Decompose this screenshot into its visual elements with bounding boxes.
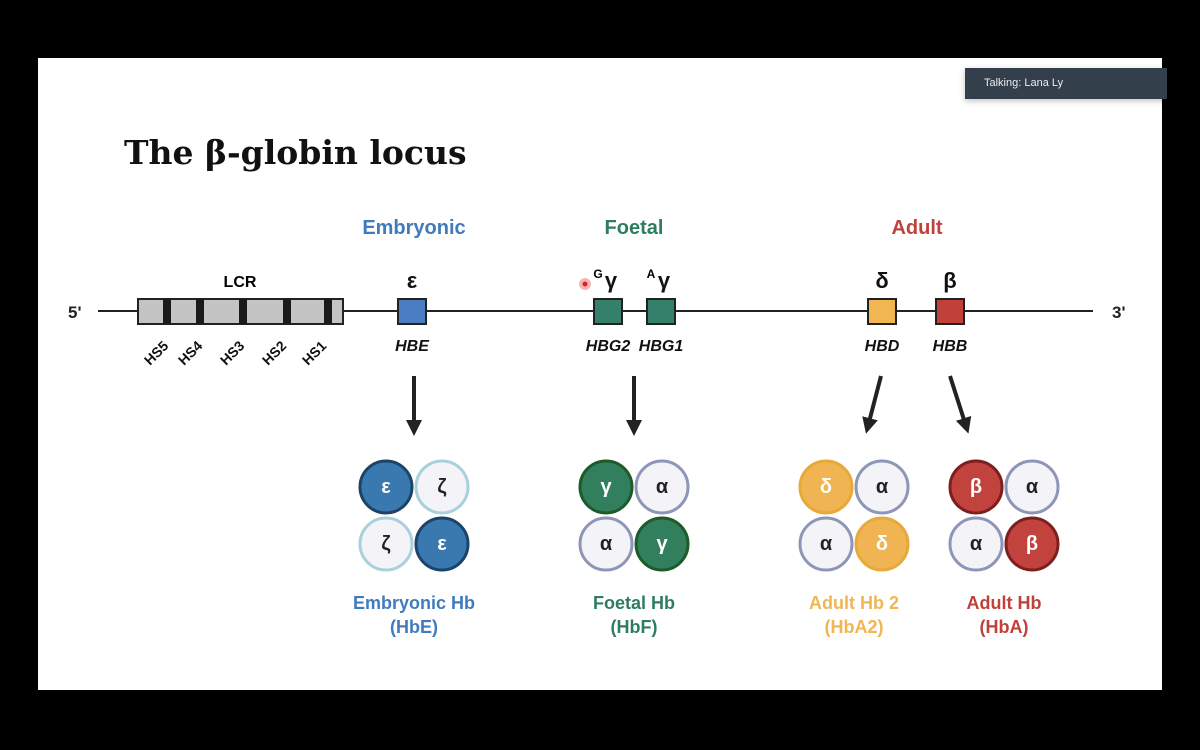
gene-superscript: A — [647, 267, 656, 281]
globin-subunit-label: α — [820, 533, 833, 555]
gene-name: HBG1 — [639, 338, 684, 355]
globin-subunit-label: ζ — [437, 476, 446, 498]
hs-site-bar — [163, 299, 171, 324]
globin-subunit — [1004, 516, 1060, 572]
globin-subunit-label: ε — [437, 533, 447, 555]
hemoglobin-abbr: (HbE) — [390, 617, 438, 637]
gene-greek-label: ε — [407, 268, 418, 293]
globin-subunit-label: α — [1026, 476, 1039, 498]
hs-site-bar — [324, 299, 332, 324]
presentation-slide — [38, 58, 1162, 690]
hemoglobin-abbr: (HbA2) — [825, 617, 884, 637]
globin-subunit-label: α — [876, 476, 889, 498]
globin-subunit — [414, 516, 470, 572]
gene-box-hbg2 — [593, 298, 623, 325]
globin-subunit — [798, 459, 854, 515]
globin-subunit — [798, 516, 854, 572]
globin-subunit — [358, 459, 414, 515]
hemoglobin-name: Adult Hb — [967, 593, 1042, 613]
globin-subunit — [634, 459, 690, 515]
hs-site-label: HS3 — [217, 337, 248, 368]
globin-subunit — [578, 516, 634, 572]
globin-subunit-label: α — [656, 476, 669, 498]
globin-subunit — [1004, 459, 1060, 515]
gene-name: HBD — [865, 338, 900, 355]
globin-subunit-label: δ — [876, 533, 888, 555]
globin-subunit — [578, 459, 634, 515]
hs-sites — [163, 299, 332, 324]
gene-greek-label: γ — [605, 268, 618, 293]
globin-subunit-label: ζ — [381, 533, 390, 555]
globin-subunit-label: α — [600, 533, 613, 555]
gene-box-hbg1 — [646, 298, 676, 325]
globin-subunit-label: β — [1026, 533, 1038, 555]
arrow-adult-hb2 — [862, 375, 883, 434]
three-prime-label: 3' — [1112, 303, 1126, 322]
hemoglobin-name: Foetal Hb — [593, 593, 675, 613]
gene-name: HBG2 — [586, 338, 631, 355]
globin-subunit-label: δ — [820, 476, 832, 498]
stage-adult: Adult — [891, 217, 942, 239]
hs-site-bar — [196, 299, 204, 324]
globin-subunit — [414, 459, 470, 515]
hemoglobin-abbr: (HbF) — [611, 617, 658, 637]
globin-subunit — [634, 516, 690, 572]
lcr-label: LCR — [224, 274, 257, 291]
gene-greek-label: δ — [875, 268, 888, 293]
active-speaker-indicator: Talking: Lana Ly — [965, 68, 1167, 99]
hs-site-label: HS1 — [299, 337, 330, 368]
talking-label: Talking: Lana Ly — [984, 77, 1064, 89]
gene-greek-label: β — [943, 268, 956, 293]
five-prime-label: 5' — [68, 303, 82, 322]
laser-pointer-dot — [582, 281, 588, 287]
hs-site-label: HS4 — [175, 337, 206, 368]
globin-subunit-label: α — [970, 533, 983, 555]
gene-box-hbd — [867, 298, 897, 325]
gene-name: HBE — [395, 338, 430, 355]
globin-subunit — [948, 459, 1004, 515]
globin-subunit-label: γ — [600, 476, 612, 498]
gene-box-hbb — [935, 298, 965, 325]
globin-subunit-label: β — [970, 476, 982, 498]
hs-site-label: HS2 — [259, 337, 290, 368]
hemoglobin-name: Adult Hb 2 — [809, 593, 899, 613]
stage-foetal: Foetal — [605, 217, 664, 239]
stage-embryonic: Embryonic — [362, 217, 465, 239]
hs-site-bar — [239, 299, 247, 324]
hs-site-label: HS5 — [141, 337, 172, 368]
gene-greek-label: γ — [658, 268, 671, 293]
gene-box-hbe — [397, 298, 427, 325]
hemoglobin-name: Embryonic Hb — [353, 593, 475, 613]
globin-subunit — [948, 516, 1004, 572]
slide-title: The β-globin locus — [124, 133, 467, 172]
hemoglobin-abbr: (HbA) — [980, 617, 1029, 637]
globin-subunit-label: ε — [381, 476, 391, 498]
gene-superscript: G — [593, 267, 602, 281]
globin-subunit — [854, 516, 910, 572]
globin-subunit — [854, 459, 910, 515]
hs-site-bar — [283, 299, 291, 324]
arrow-adult-hb — [948, 375, 972, 434]
gene-name: HBB — [933, 338, 968, 355]
globin-subunit — [358, 516, 414, 572]
globin-subunit-label: γ — [656, 533, 668, 555]
